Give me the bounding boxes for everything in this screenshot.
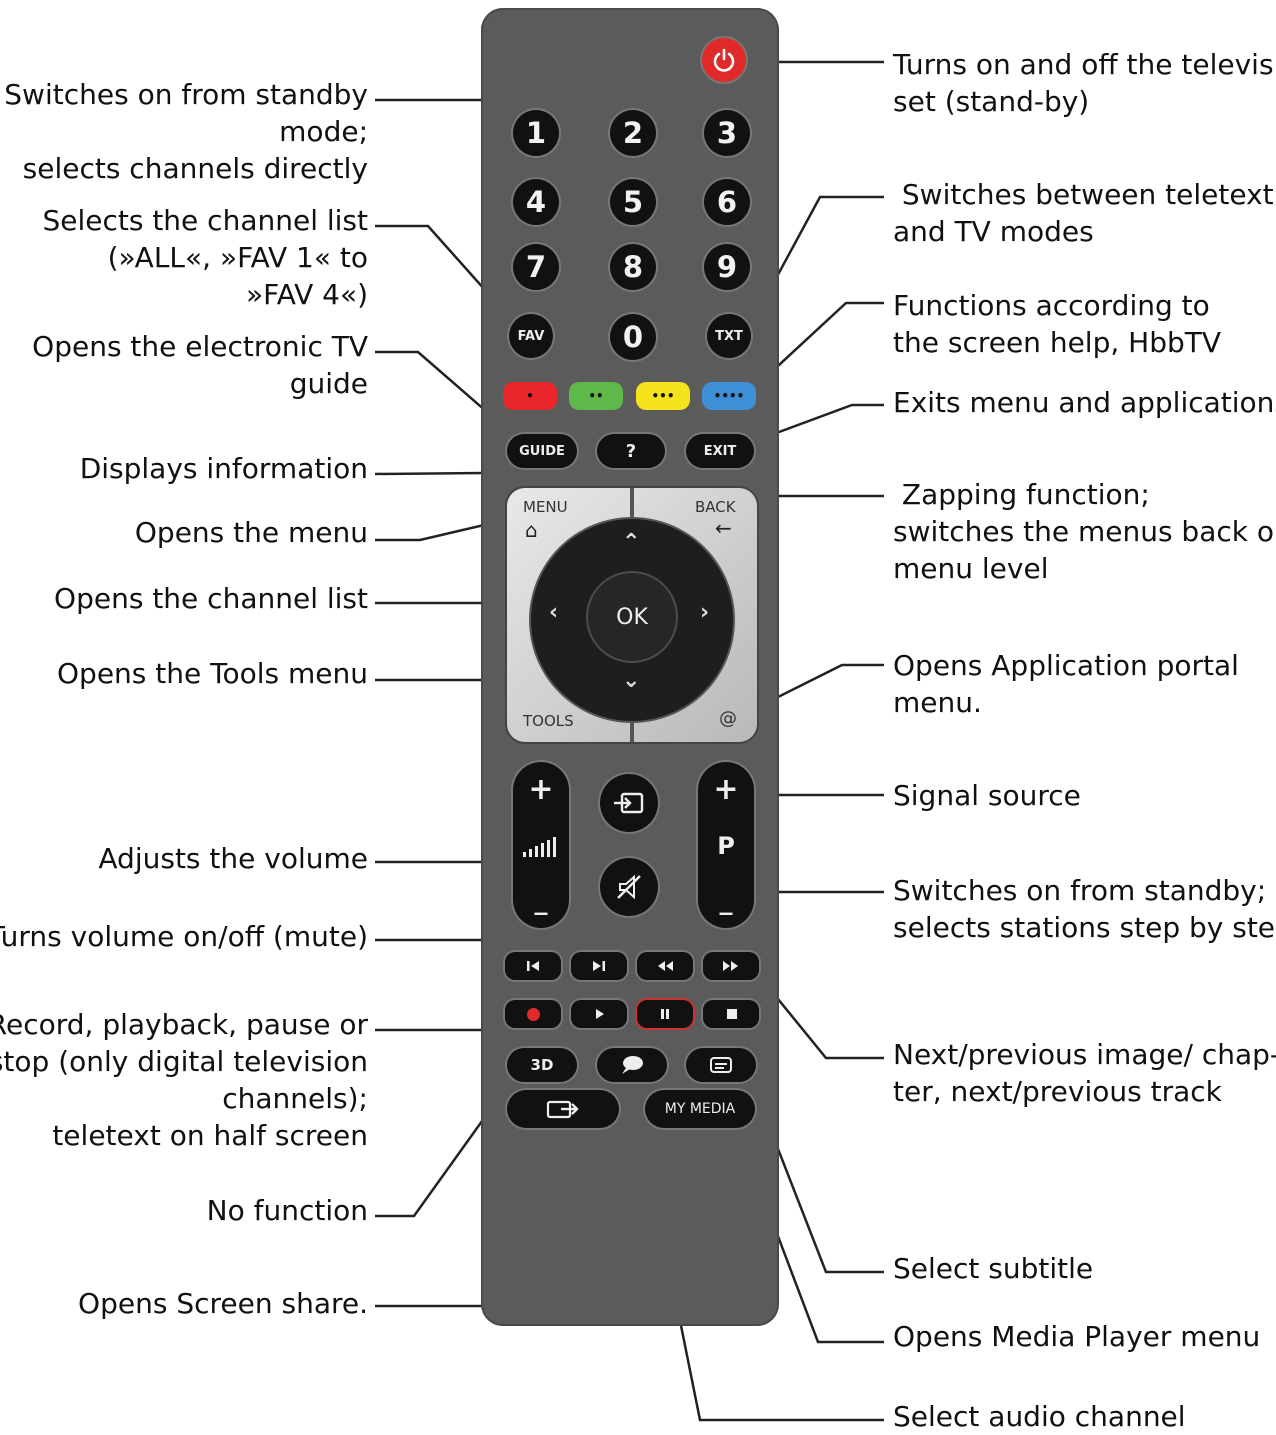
stop-button[interactable] [703,1000,759,1028]
label-source: Signal source [893,779,1081,812]
rewind-button[interactable] [637,952,693,980]
label-standby-digits: Switches on from standby mode; selects c… [4,78,368,185]
power-icon [713,48,735,72]
right-arrow-icon[interactable]: › [700,600,710,625]
digit-9-button[interactable]: 9 [704,244,750,290]
label-menu: Opens the menu [134,516,368,549]
fav-button[interactable]: FAV [509,314,553,358]
label-info: Displays information [79,452,368,485]
mute-icon [617,874,641,900]
stop-icon [727,1009,737,1019]
line-color-keys [751,301,884,391]
label-ok: Opens the channel list [54,582,368,615]
label-epg: Opens the electronic TV guide [32,330,368,400]
input-source-icon [614,792,644,814]
line-skip [755,971,884,1060]
back-arrow-icon: ← [715,516,732,540]
program-rocker[interactable]: + P _ [698,762,754,928]
fast-forward-icon [723,961,738,971]
back-label: BACK [695,498,736,516]
label-color-keys: Functions according to the screen help, … [893,289,1222,359]
audio-button[interactable] [597,1048,667,1082]
label-channel-list-fav: Selects the channel list (»ALL«, »FAV 1«… [42,204,368,311]
exit-button[interactable]: EXIT [686,434,754,468]
pause-button[interactable] [637,1000,693,1028]
power-button[interactable] [702,38,746,82]
previous-chapter-button[interactable] [505,952,561,980]
label-no-function: No function [206,1194,368,1227]
label-subtitle: Select subtitle [893,1252,1094,1285]
digit-8-button[interactable]: 8 [610,244,656,290]
program-minus-label: _ [719,886,733,916]
txt-button[interactable]: TXT [707,314,751,358]
red-button[interactable]: • [503,382,557,410]
program-plus-label: + [713,772,739,807]
record-button[interactable] [505,1000,561,1028]
line-app-portal [751,663,884,712]
volume-plus-label: + [528,772,554,807]
digit-4-button[interactable]: 4 [513,179,559,225]
mute-button[interactable] [600,858,658,916]
info-button[interactable]: ? [597,434,665,468]
label-skip: Next/previous image/ chap- ter, next/pre… [893,1038,1276,1108]
program-p-label: P [717,832,735,860]
label-teletext: Switches between teletext and TV modes [893,178,1274,248]
source-button[interactable] [600,774,658,832]
green-button[interactable]: •• [569,382,623,410]
home-icon: ⌂ [525,518,538,542]
label-tools: Opens the Tools menu [57,657,368,690]
label-program: Switches on from standby; selects statio… [893,874,1276,944]
next-chapter-button[interactable] [571,952,627,980]
down-arrow-icon[interactable]: ⌄ [622,668,641,693]
subtitle-icon [710,1057,732,1073]
screen-share-icon [546,1100,579,1119]
my-media-button[interactable]: MY MEDIA [645,1090,755,1128]
label-app-portal: Opens Application portal menu. [893,649,1239,719]
line-no-function [375,1095,502,1218]
volume-level-icon [523,837,556,857]
blue-button[interactable]: •••• [702,382,756,410]
record-icon [526,1007,540,1021]
rewind-icon [658,961,673,971]
volume-rocker[interactable]: + _ [513,762,569,928]
line-exit [751,403,884,444]
guide-button[interactable]: GUIDE [507,434,577,468]
skip-back-icon [527,961,539,971]
digit-6-button[interactable]: 6 [704,179,750,225]
subtitle-button[interactable] [686,1048,756,1082]
label-power: Turns on and off the television set (sta… [893,48,1276,118]
digit-0-button[interactable]: 0 [610,314,656,360]
up-arrow-icon[interactable]: ⌃ [622,530,641,555]
play-icon [596,1009,604,1019]
skip-forward-icon [593,961,605,971]
screen-share-button[interactable] [507,1090,619,1128]
3d-button[interactable]: 3D [507,1048,577,1082]
at-label: @ [719,708,737,729]
label-screen-share: Opens Screen share. [78,1287,368,1320]
line-epg [375,350,511,433]
label-volume: Adjusts the volume [98,842,368,875]
digit-2-button[interactable]: 2 [610,110,656,156]
left-arrow-icon[interactable]: ‹ [549,600,559,625]
digit-7-button[interactable]: 7 [513,244,559,290]
tools-label: TOOLS [523,712,574,730]
label-mute: Turns volume on/off (mute) [0,920,368,953]
yellow-button[interactable]: ••• [636,382,690,410]
digit-1-button[interactable]: 1 [513,110,559,156]
digit-5-button[interactable]: 5 [610,179,656,225]
label-audio: Select audio channel [893,1400,1186,1433]
speech-bubble-icon [622,1056,643,1074]
label-exit: Exits menu and applications [893,386,1276,419]
label-back: Zapping function; switches the menus bac… [893,478,1276,585]
label-media: Opens Media Player menu [893,1320,1261,1353]
ok-button[interactable]: OK [588,573,676,661]
digit-3-button[interactable]: 3 [704,110,750,156]
volume-minus-label: _ [534,886,548,916]
label-record: Record, playback, pause or stop (only di… [0,1008,368,1152]
menu-label: MENU [523,498,568,516]
play-button[interactable] [571,1000,627,1028]
fast-forward-button[interactable] [703,952,759,980]
pause-icon [661,1009,669,1019]
